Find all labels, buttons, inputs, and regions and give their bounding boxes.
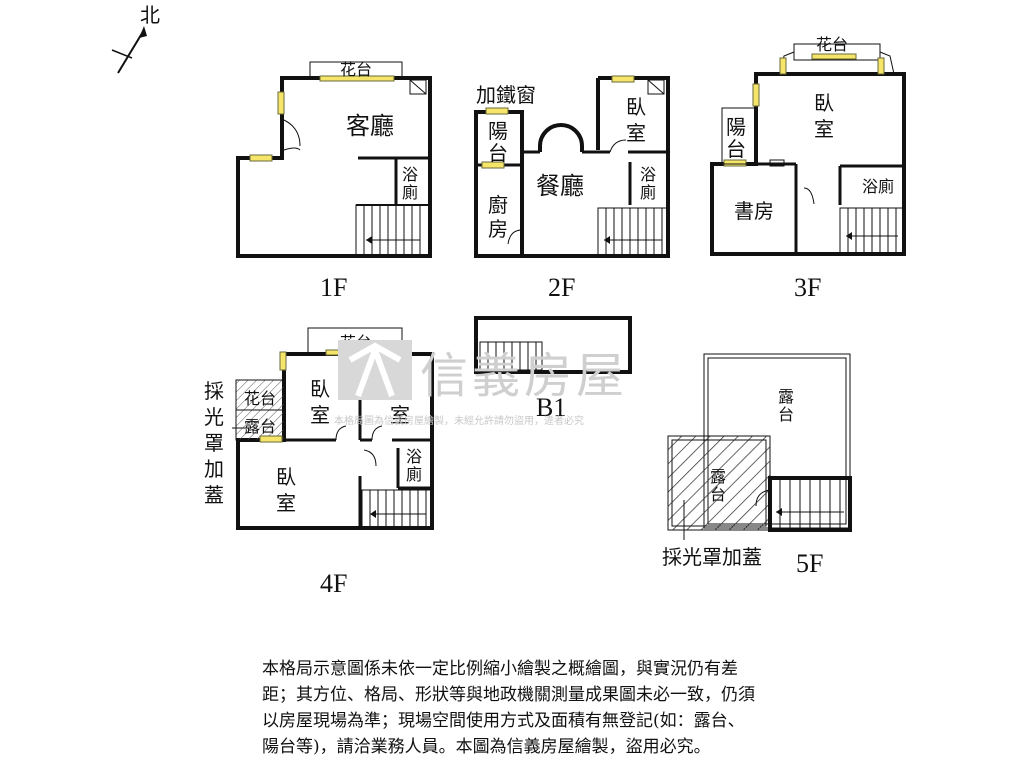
skylight-area	[667, 435, 771, 531]
floor-4f: 採 光 罩 加 蓋 花台 花台 露台 臥 室 臥 室 臥 室 浴 廁 4F	[204, 327, 434, 598]
room-label: 臥	[626, 95, 646, 119]
window	[811, 53, 857, 60]
room-label: 室	[626, 121, 646, 145]
staircase	[355, 204, 431, 257]
window	[877, 57, 885, 75]
staircase	[839, 207, 905, 255]
room-label: 室	[310, 403, 330, 427]
room-label: 室	[390, 403, 410, 427]
staircase	[597, 207, 669, 257]
room-label: 採光罩加蓋	[662, 545, 762, 569]
room-label: 臥	[310, 377, 330, 401]
disclaimer-line: 陽台等)，請洽業務人員。本圖為信義房屋繪製，盜用必究。	[262, 737, 711, 757]
floor-plan-diagram: 北 花台 客廳 浴 廁 1F	[111, 3, 906, 598]
room-label: 台	[778, 405, 794, 424]
window	[752, 83, 760, 107]
room-label: 加鐵窗	[476, 83, 536, 107]
room-label: 臥	[276, 465, 296, 489]
room-label: 廁	[640, 183, 656, 202]
staircase	[361, 489, 433, 529]
room-label: 陽	[488, 119, 508, 143]
room-label: 房	[488, 217, 508, 241]
window	[779, 57, 787, 75]
window	[319, 75, 395, 82]
window	[277, 91, 285, 115]
room-label: 廁	[402, 183, 418, 202]
room-label: 陽	[726, 115, 746, 139]
watermark-notice: 本格局圖為信義房屋繪製，未經允許請勿盜用，違者必究	[334, 414, 584, 427]
room-label: 光	[204, 405, 224, 429]
room-label: 浴	[640, 165, 656, 184]
staircase	[776, 480, 844, 528]
room-label: 廁	[406, 465, 422, 484]
room-label: 露	[710, 467, 726, 486]
floor-label: B1	[536, 393, 566, 422]
room-label: 台	[710, 485, 726, 504]
room-label: 臥	[814, 91, 834, 115]
room-label: 書房	[734, 199, 774, 223]
watermark: 信義房屋 本格局圖為信義房屋繪製，未經允許請勿盜用，違者必究	[334, 340, 628, 427]
room-label: 廚	[488, 193, 508, 217]
room-label: 加	[204, 457, 224, 481]
room-label: 花台	[340, 60, 372, 79]
watermark-brand: 信義房屋	[420, 348, 628, 404]
room-label: 餐廳	[536, 172, 584, 200]
room-label: 客廳	[346, 112, 394, 140]
room-label: 室	[276, 491, 296, 515]
room-label: 採	[204, 379, 224, 403]
north-compass: 北	[111, 3, 160, 74]
window	[279, 351, 287, 371]
floor-label: 5F	[796, 549, 823, 578]
room-label: 花台	[244, 389, 276, 408]
window	[485, 107, 509, 115]
window	[249, 154, 273, 162]
floor-label: 1F	[320, 273, 347, 302]
floor-2f: 加鐵窗 陽 台 廚 房 餐廳 臥 室 浴 廁 2F	[474, 75, 670, 302]
room-label: 露	[778, 387, 794, 406]
room-label: 台	[726, 137, 746, 161]
window	[481, 161, 505, 169]
window	[723, 159, 747, 167]
room-label: 花台	[816, 35, 848, 54]
floor-5f: 露 台 露 台 採光罩加蓋 5F	[662, 353, 852, 578]
room-label: 浴	[406, 447, 422, 466]
disclaimer-line: 距；其方位、格局、形狀等與地政機關測量成果圖未必一致，仍須	[262, 685, 755, 705]
room-label: 室	[814, 117, 834, 141]
room-label: 台	[488, 141, 508, 165]
room-label: 蓋	[204, 483, 224, 507]
floor-label: 2F	[548, 273, 575, 302]
floor-b1: B1	[474, 316, 632, 422]
window	[611, 75, 635, 83]
staircase	[479, 341, 543, 371]
floor-3f: 花台 陽 台 臥 室 書房 浴廁 3F	[710, 35, 906, 302]
disclaimer-text: 本格局示意圖係未依一定比例縮小繪製之概繪圖，與實況仍有差 距；其方位、格局、形狀…	[262, 656, 862, 760]
room-label: 浴廁	[862, 177, 894, 196]
room-label: 露台	[244, 417, 276, 436]
disclaimer-line: 以房屋現場為準；現場空間使用方式及面積有無登記(如：露台、	[262, 711, 745, 731]
room-label: 罩	[204, 431, 224, 455]
disclaimer-line: 本格局示意圖係未依一定比例縮小繪製之概繪圖，與實況仍有差	[262, 659, 738, 679]
window	[259, 435, 283, 443]
north-label: 北	[140, 3, 160, 27]
floor-1f: 花台 客廳 浴 廁 1F	[236, 60, 432, 302]
room-label: 浴	[402, 165, 418, 184]
floor-label: 3F	[794, 273, 821, 302]
floor-label: 4F	[320, 569, 347, 598]
